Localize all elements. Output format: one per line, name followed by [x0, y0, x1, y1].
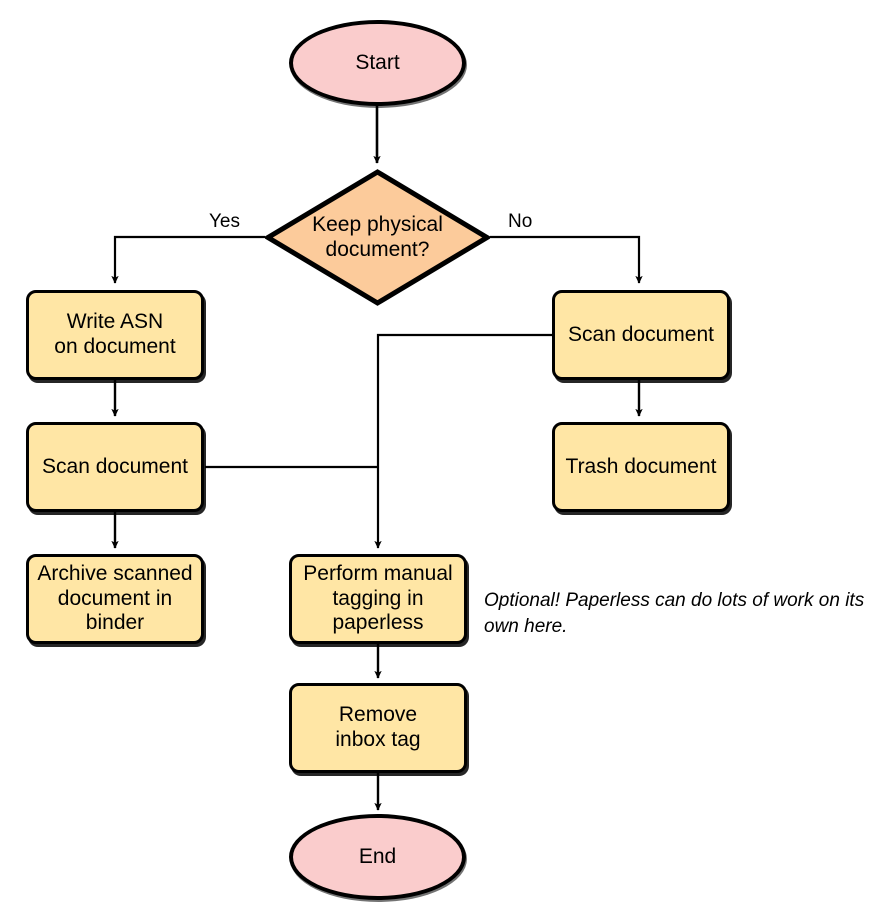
node-perform-manual-tagging[interactable]: Perform manual tagging in paperless: [289, 554, 467, 644]
node-scan-document-right-label: Scan document: [568, 322, 714, 346]
node-archive-label: Archive scanned document in binder: [37, 561, 193, 635]
node-start-label: Start: [355, 50, 400, 74]
node-remove-inbox-tag[interactable]: Remove inbox tag: [289, 683, 467, 773]
edge-scanright-to-tagging: [374, 333, 552, 549]
edge-decision-no: [490, 235, 643, 284]
node-start[interactable]: Start: [289, 20, 466, 106]
edge-decision-yes: [111, 235, 265, 284]
node-scan-document-left-label: Scan document: [42, 454, 188, 478]
node-write-asn-label: Write ASN on document: [54, 310, 176, 358]
node-decision-keep-physical-document[interactable]: Keep physical document?: [265, 169, 490, 306]
node-remove-inbox-tag-label: Remove inbox tag: [335, 703, 421, 751]
node-decision-label: Keep physical document?: [312, 212, 443, 261]
note-optional-paperless: Optional! Paperless can do lots of work …: [484, 590, 865, 637]
node-tagging-label: Perform manual tagging in paperless: [303, 561, 453, 635]
node-write-asn-on-document[interactable]: Write ASN on document: [26, 290, 204, 380]
node-trash-document[interactable]: Trash document: [552, 422, 730, 512]
node-end-label: End: [358, 844, 397, 868]
diamond-shape: [265, 169, 490, 306]
node-trash-document-label: Trash document: [565, 454, 717, 478]
edge-label-no: No: [508, 211, 533, 232]
node-scan-document-left[interactable]: Scan document: [26, 422, 204, 512]
edge-label-yes: Yes: [209, 211, 240, 232]
node-end[interactable]: End: [289, 814, 466, 900]
node-archive-scanned-document[interactable]: Archive scanned document in binder: [26, 554, 204, 644]
node-scan-document-right[interactable]: Scan document: [552, 290, 730, 380]
